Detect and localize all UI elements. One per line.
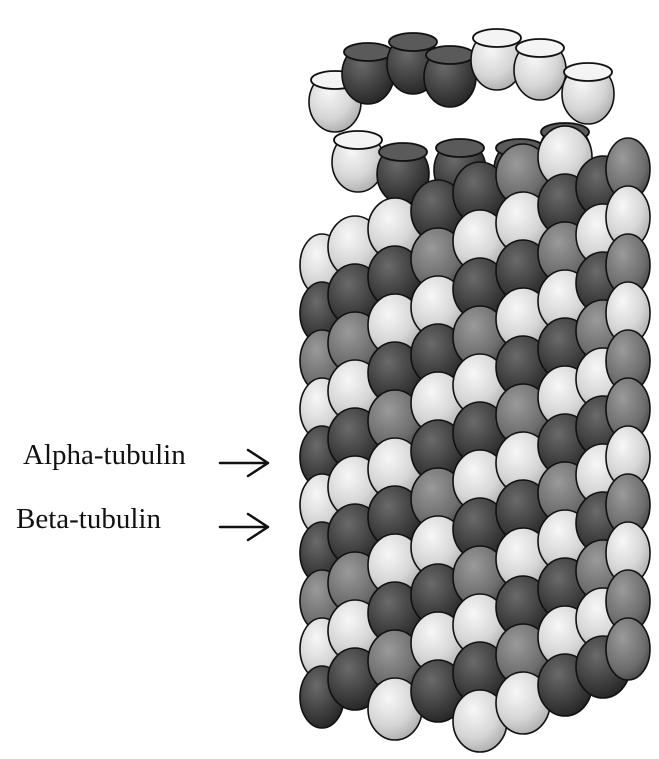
tubulin-end-cup (562, 63, 614, 124)
tubulin-cup-rim (564, 63, 612, 81)
tubulin-end-cup (514, 39, 566, 100)
tubulin-cup-rim (516, 39, 564, 57)
tubulin-cup-rim (436, 139, 484, 157)
alpha-tubulin-label: Alpha-tubulin (23, 439, 186, 472)
label-arrows (220, 450, 268, 540)
microtubule-cylinder (300, 126, 650, 752)
beta-arrow-icon (220, 514, 268, 540)
beta-tubulin-label: Beta-tubulin (16, 503, 161, 536)
alpha-arrow-icon (220, 450, 268, 476)
tubulin-end-cup (342, 43, 394, 104)
tubulin-end-cup (424, 46, 476, 107)
tubulin-cup-rim (426, 46, 474, 64)
tubulin-cup-rim (334, 131, 382, 149)
tubulin-cup-rim (379, 143, 427, 161)
tubulin-cup-rim (473, 29, 521, 47)
tubulin-subunit (606, 618, 650, 680)
tubulin-cup-rim (389, 33, 437, 51)
tubulin-cup-rim (344, 43, 392, 61)
tubulin-end-cup (332, 131, 384, 192)
